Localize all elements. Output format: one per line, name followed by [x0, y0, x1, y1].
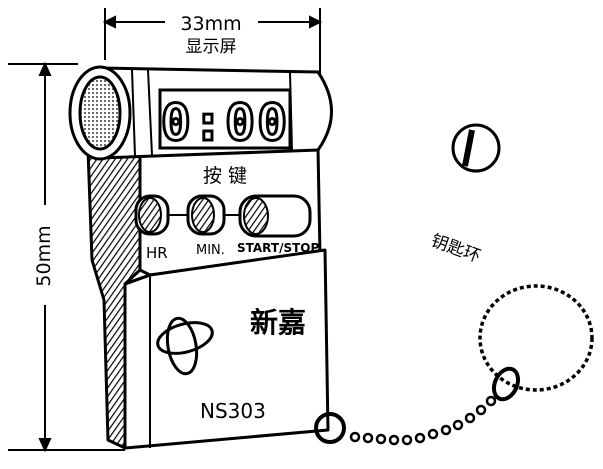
hr-label: HR	[146, 244, 168, 262]
display-label: 显示屏	[186, 37, 237, 57]
brand-logo-icon	[156, 316, 214, 376]
hr-button[interactable]	[134, 194, 170, 236]
brand-name: 新嘉	[250, 306, 306, 339]
keys-label: 按 键	[203, 165, 247, 187]
height-dimension	[8, 61, 125, 453]
timer-body	[86, 146, 330, 450]
display-readout: 0:00	[161, 94, 289, 152]
height-label: 50mm	[33, 225, 55, 286]
model-number: NS303	[200, 399, 266, 423]
keyring-label: 钥匙环	[428, 231, 483, 267]
start-stop-label: START/STOP	[237, 241, 319, 255]
width-label: 33mm	[180, 13, 241, 35]
display-screen	[158, 88, 292, 150]
min-label: MIN.	[196, 243, 225, 258]
screw-icon	[451, 123, 501, 173]
start-stop-button[interactable]	[238, 194, 312, 238]
keyring	[314, 284, 594, 446]
bead-chain	[349, 395, 497, 446]
min-button[interactable]	[186, 194, 226, 236]
